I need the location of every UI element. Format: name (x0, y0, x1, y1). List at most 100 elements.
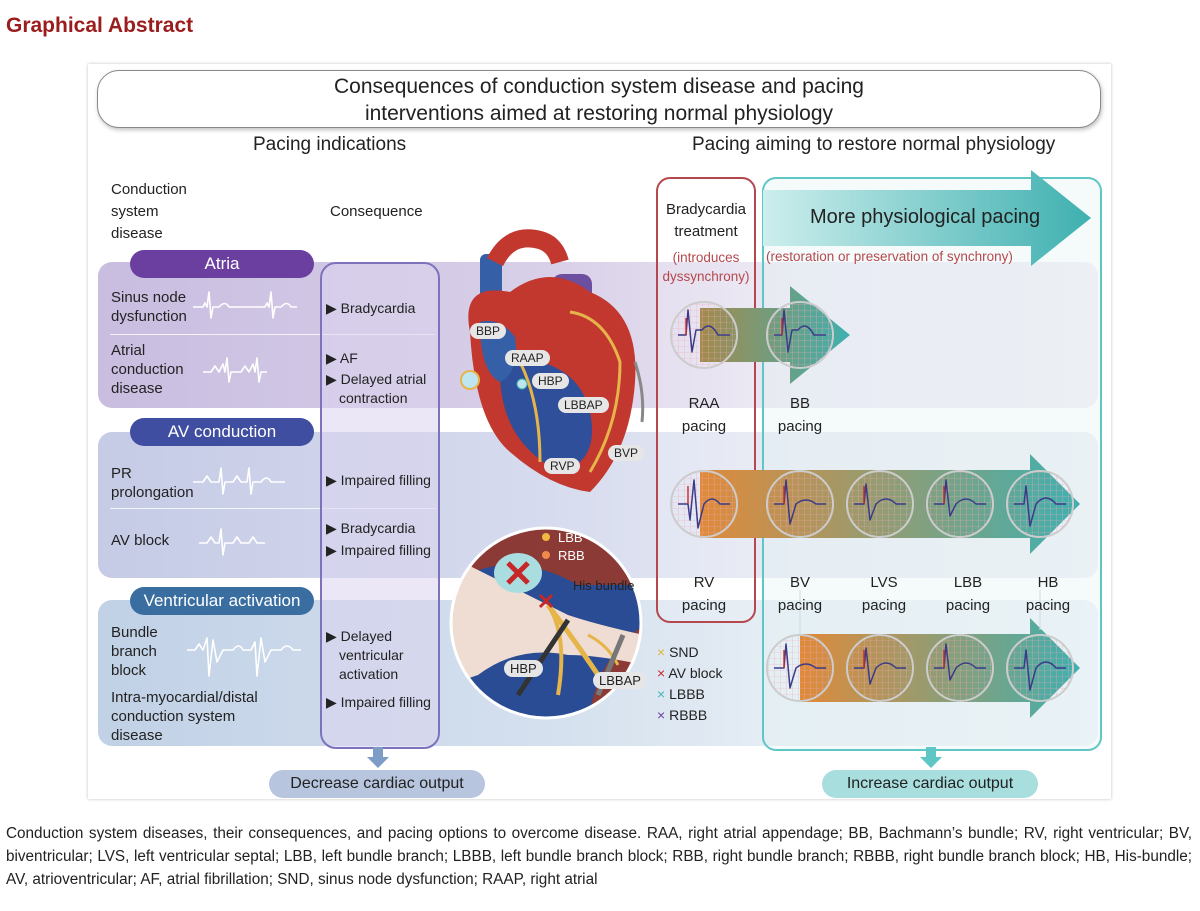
atrial-conduction-label: Atrial conduction disease (111, 341, 184, 398)
ecg-bundle-branch-block (187, 637, 301, 677)
graphical-abstract-heading: Graphical Abstract (6, 14, 194, 37)
consequence-text: Delayed (340, 628, 393, 644)
pacing-ecg-panels (670, 286, 1080, 718)
title-line: Bradycardia (665, 201, 747, 218)
consequence-text: Impaired filling (340, 472, 431, 488)
pacing-line: RAA (688, 395, 720, 412)
consequence-column-box (320, 262, 440, 749)
consequence-text: Bradycardia (340, 300, 416, 316)
more-physiological-title: More physiological pacing (810, 206, 1041, 228)
raa-pacing-label: RAA pacing (664, 392, 744, 438)
label-line: conduction system (111, 708, 236, 725)
label-line: disease (111, 727, 163, 744)
atria-pill: Atria (130, 250, 314, 278)
pacing-line: pacing (945, 597, 991, 614)
label-rvp: RVP (544, 458, 581, 474)
vent-pill: Ventricular activation (130, 587, 314, 615)
increase-cardiac-output: Increase cardiac output (822, 770, 1038, 798)
col-consequence-header: Consequence (330, 203, 423, 220)
subtitle-line: dyssynchrony) (662, 269, 750, 284)
consequence-af: ▶ AF (326, 350, 358, 366)
atria-separator (110, 334, 435, 335)
consequence-text: Delayed atrial (340, 371, 427, 387)
pacing-line: LBB (953, 574, 983, 591)
col-disease-header: Conduction system disease (111, 179, 187, 245)
consequence-text: activation (339, 666, 399, 682)
bundle-branch-block-label: Bundle branch block (111, 623, 158, 680)
consequence-bradycardia-1: ▶ Bradycardia (326, 300, 416, 316)
pacing-line: pacing (861, 597, 907, 614)
consequence-text: Bradycardia (340, 520, 416, 536)
legend-symbol: × (657, 686, 666, 702)
right-section-header: Pacing aiming to restore normal physiolo… (692, 134, 1056, 155)
label-line: branch (111, 643, 157, 660)
consequence-text: Impaired filling (340, 542, 431, 558)
pacing-line: pacing (681, 597, 727, 614)
pacing-line: pacing (1025, 597, 1071, 614)
consequence-impaired-filling-1: ▶ Impaired filling (326, 472, 431, 488)
ecg-traces-left (187, 291, 301, 677)
inset-label-rbb: RBB (558, 548, 585, 563)
legend-symbol: × (657, 707, 666, 723)
pr-prolongation-label: PR prolongation (111, 464, 194, 502)
inset-label-lbbap: LBBAP (593, 672, 647, 689)
legend-label: SND (669, 644, 699, 660)
title-line-1: Consequences of conduction system diseas… (333, 75, 864, 98)
figure-caption: Conduction system diseases, their conseq… (6, 825, 1192, 888)
label-hbp: HBP (532, 373, 569, 389)
legend-label: AV block (668, 665, 723, 681)
col-disease-line: disease (111, 225, 163, 242)
bradycardia-treatment-subtitle: (introduces dyssynchrony) (656, 248, 756, 286)
label-bbp: BBP (470, 323, 507, 339)
bv-pacing-label: BV pacing (760, 571, 840, 617)
consequence-text: AF (339, 350, 358, 366)
title-line: treatment (674, 223, 738, 240)
label-line: prolongation (111, 484, 194, 501)
av-block-label: AV block (111, 532, 170, 549)
decrease-cardiac-output: Decrease cardiac output (269, 770, 485, 798)
legend-item: × RBBB (657, 705, 723, 726)
label-bvp: BVP (608, 445, 645, 461)
label-line: dysfunction (111, 308, 187, 325)
consequence-text: contraction (339, 390, 408, 406)
title-line-2: interventions aimed at restoring normal … (364, 102, 834, 125)
consequence-text: Impaired filling (340, 694, 431, 710)
legend-item: × AV block (657, 663, 723, 684)
label-line: disease (111, 380, 163, 397)
sinus-node-dysfunction-label: Sinus node dysfunction (111, 288, 187, 326)
inset-label-lbb: LBB (558, 530, 583, 545)
label-line: Bundle (111, 624, 158, 641)
diagram-title: Consequences of conduction system diseas… (97, 70, 1101, 128)
legend-symbol: × (657, 644, 666, 660)
bradycardia-treatment-box (656, 177, 756, 623)
increase-arrow-icon (920, 747, 942, 768)
pacing-line: BV (789, 574, 810, 591)
lvs-pacing-label: LVS pacing (844, 571, 924, 617)
pacing-line: pacing (777, 597, 823, 614)
lbb-pacing-label: LBB pacing (928, 571, 1008, 617)
consequence-impaired-filling-2: ▶ Impaired filling (326, 542, 431, 558)
legend-item: × LBBB (657, 684, 723, 705)
inset-label-hbp: HBP (504, 660, 543, 677)
pacing-line: LVS (870, 574, 898, 591)
conduction-inset-illustration (449, 526, 643, 720)
pacing-line: RV (693, 574, 715, 591)
block-legend: × SND × AV block × LBBB × RBBB (657, 642, 723, 726)
decrease-arrow-icon (367, 747, 389, 768)
label-line: Sinus node (111, 289, 187, 306)
pacing-line: pacing (681, 418, 727, 435)
consequence-bradycardia-2: ▶ Bradycardia (326, 520, 416, 536)
consequence-impaired-filling-3: ▶ Impaired filling (326, 694, 431, 710)
label-line: Intra-myocardial/distal (111, 689, 258, 706)
subtitle-line: (introduces (672, 250, 740, 265)
col-disease-line: Conduction (111, 181, 187, 198)
legend-symbol: × (657, 665, 666, 681)
label-line: PR (111, 465, 132, 482)
label-line: Atrial (111, 342, 146, 359)
legend-item: × SND (657, 642, 723, 663)
label-raap: RAAP (505, 350, 550, 366)
